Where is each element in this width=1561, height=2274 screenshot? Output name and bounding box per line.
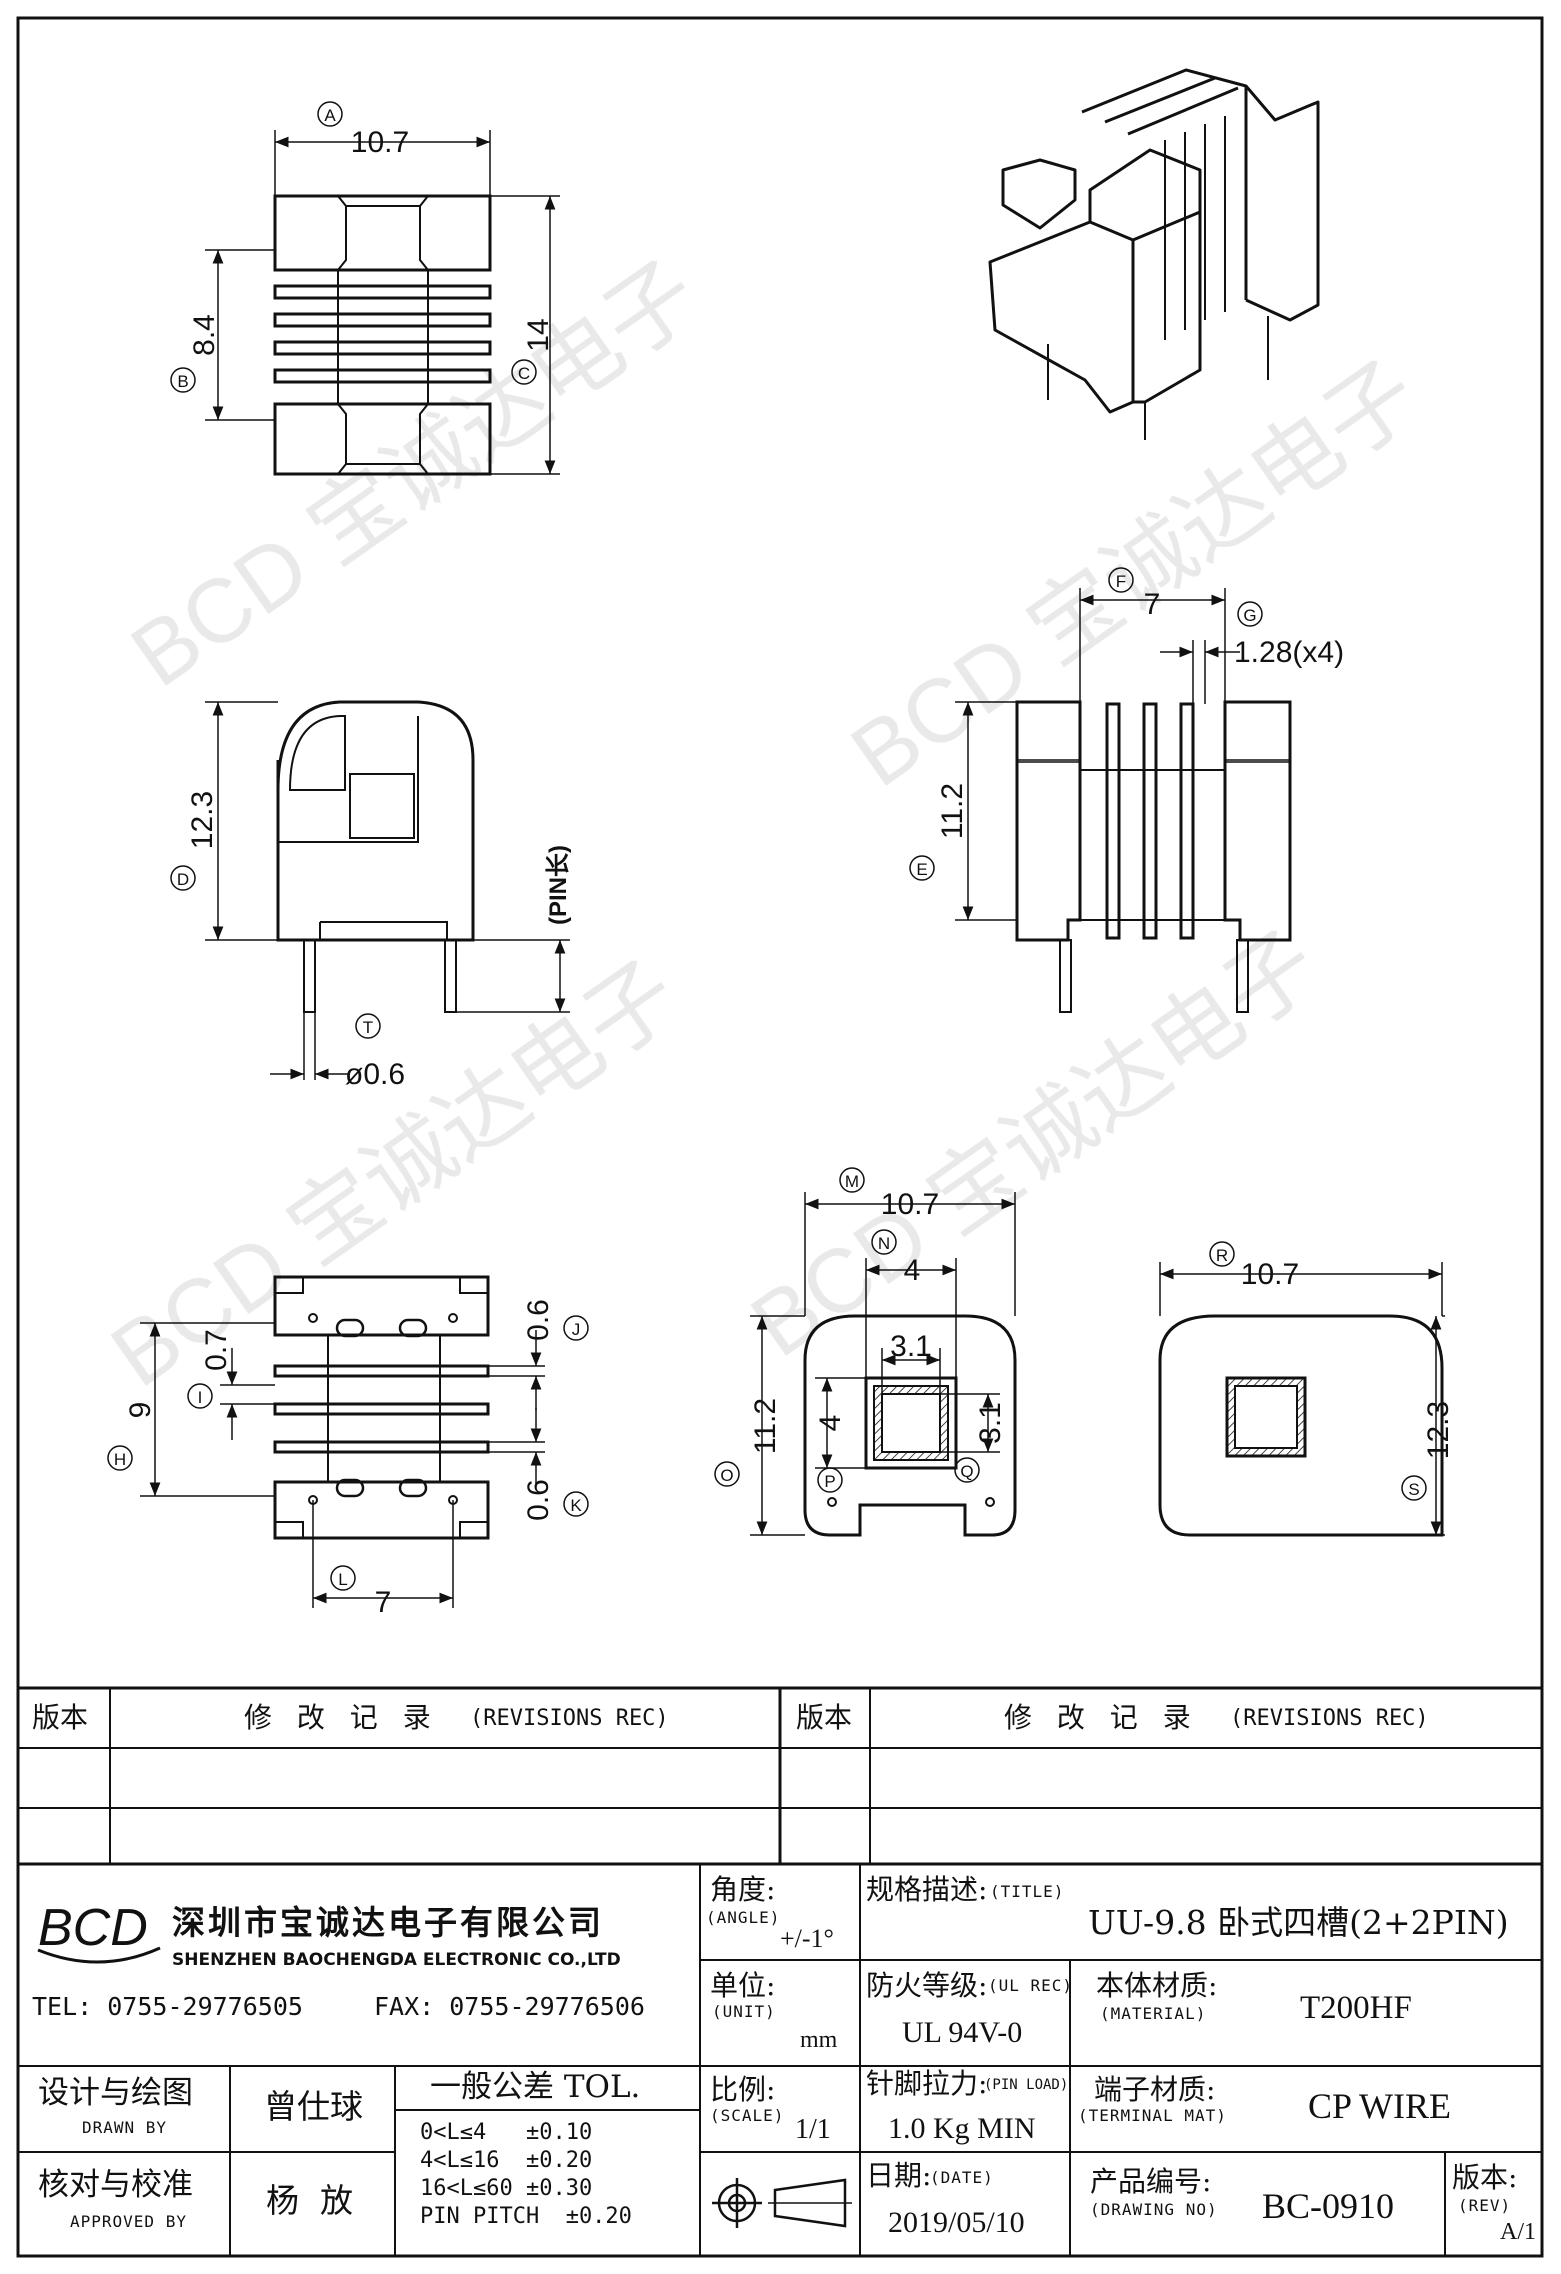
title-block-grid: [18, 1686, 1542, 2256]
sheet-border: [16, 16, 1544, 2258]
dim-inner: 3.1: [890, 1330, 932, 1363]
dim-M: 10.7: [881, 1188, 939, 1221]
svg-text:N: N: [878, 1234, 890, 1253]
dim-O: 11.2: [749, 1398, 782, 1454]
dim-F: 7: [1144, 588, 1161, 621]
dim-L: 7: [375, 1586, 392, 1619]
dim-H: 9: [124, 1402, 157, 1419]
dim-E: 11.2: [936, 783, 969, 839]
side-view-labels: D T 12.3 (PIN长) ø0.6: [177, 791, 572, 1091]
svg-text:G: G: [1243, 606, 1256, 625]
watermark: BCD 宝诚达电子 BCD 宝诚达电子 BCD 宝诚达电子 BCD 宝诚达电子: [94, 243, 1436, 1406]
iso-view: [988, 68, 1320, 440]
side-view: [276, 700, 475, 1013]
dim-D: 12.3: [186, 791, 219, 849]
svg-text:L: L: [338, 1570, 347, 1589]
svg-text:T: T: [363, 1018, 373, 1037]
svg-text:M: M: [845, 1172, 859, 1191]
front-view-labels: F G E 7 1.28(x4) 11.2: [916, 572, 1344, 879]
dim-J: 0.6: [522, 1299, 555, 1341]
svg-text:BCD 宝诚达电子: BCD 宝诚达电子: [834, 343, 1436, 806]
svg-text:J: J: [572, 1320, 581, 1339]
svg-text:I: I: [198, 1388, 203, 1407]
svg-text:E: E: [916, 860, 927, 879]
svg-text:Q: Q: [960, 1462, 973, 1481]
svg-text:R: R: [1216, 1246, 1228, 1265]
bottom-view-dims: [107, 1315, 589, 1608]
dim-R: 10.7: [1241, 1258, 1299, 1291]
end-view: [803, 1314, 1017, 1537]
dim-T: ø0.6: [345, 1058, 405, 1091]
svg-text:D: D: [177, 870, 189, 889]
svg-text:S: S: [1408, 1480, 1419, 1499]
svg-text:P: P: [824, 1472, 835, 1491]
cap-view-labels: R S 10.7 12.3: [1216, 1246, 1455, 1499]
svg-text:B: B: [177, 372, 188, 391]
dim-G: 1.28(x4): [1234, 636, 1344, 669]
top-view-labels: A B C 10.7 8.4 14: [177, 106, 555, 391]
projection-symbol: [712, 2178, 852, 2228]
svg-text:BCD 宝诚达电子: BCD 宝诚达电子: [734, 913, 1336, 1376]
svg-text:O: O: [720, 1466, 733, 1485]
dim-S: 12.3: [1422, 1401, 1455, 1459]
company-logo: BCD: [37, 1899, 161, 1964]
front-view-dims: [909, 567, 1263, 921]
cap-view-dims: [1159, 1241, 1445, 1536]
dim-A: 10.7: [351, 126, 409, 159]
side-view-dims: [170, 701, 570, 1080]
end-view-labels: M N P Q O 10.7 4 3.1 4 3.1 11.2: [720, 1172, 1007, 1491]
end-view-dims: [714, 1167, 1016, 1536]
front-view: [1015, 700, 1292, 1013]
svg-text:C: C: [518, 364, 530, 383]
bottom-view: [273, 1275, 490, 1540]
svg-text:BCD: BCD: [38, 1899, 148, 1957]
svg-text:A: A: [324, 106, 336, 125]
dim-inner-v: 3.1: [974, 1402, 1007, 1444]
svg-text:BCD 宝诚达电子: BCD 宝诚达电子: [94, 943, 696, 1406]
dim-I: 0.7: [200, 1329, 233, 1371]
bottom-view-labels: H I J K L 9 0.7 0.6 0.6 7: [114, 1299, 582, 1619]
top-view-dims: [170, 101, 560, 475]
dim-C: 14: [522, 318, 555, 351]
cap-view: [1158, 1314, 1444, 1537]
dim-pin: (PIN长): [545, 845, 572, 925]
dim-N: 4: [904, 1254, 921, 1287]
svg-text:H: H: [114, 1450, 126, 1469]
dim-K: 0.6: [522, 1479, 555, 1521]
top-view: [273, 194, 492, 476]
svg-text:F: F: [1116, 572, 1126, 591]
svg-text:K: K: [570, 1496, 582, 1515]
dim-B: 8.4: [188, 314, 221, 356]
dim-inner-h: 4: [814, 1415, 847, 1432]
